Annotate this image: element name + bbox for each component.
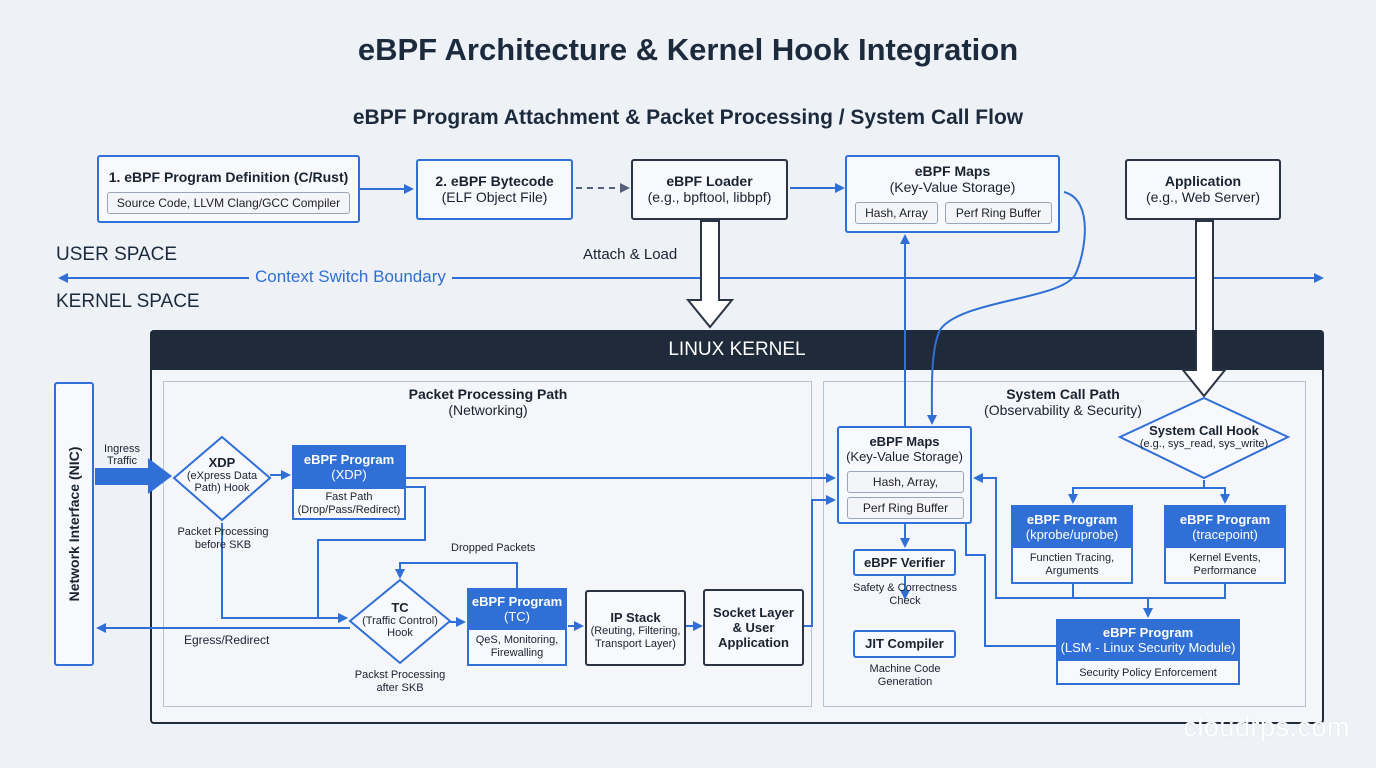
- verifier-title: eBPF Verifier: [864, 555, 945, 570]
- user-maps-chip-ring: Perf Ring Buffer: [945, 202, 1052, 224]
- user-maps-detail: (Key-Value Storage): [889, 179, 1016, 195]
- xdp-hook-caption: Packet Processing before SKB: [177, 526, 269, 551]
- bytecode-title: 2. eBPF Bytecode: [435, 173, 554, 189]
- kernel-header: LINUX KERNEL: [150, 330, 1324, 370]
- jit-title: JIT Compiler: [865, 636, 944, 651]
- syscall-path-title-block: System Call Path (Observability & Securi…: [963, 386, 1163, 418]
- tracepoint-program-detail: Kernel Events, Performance: [1189, 552, 1261, 577]
- ip-stack-detail: (Reuting, Filtering, Transport Layer): [590, 625, 681, 650]
- kernel-maps-title: eBPF Maps: [869, 434, 940, 449]
- tc-hook-title: TC: [391, 600, 409, 615]
- egress-label: Egress/Redirect: [184, 633, 270, 647]
- tc-hook-detail: (Traffic Control) Hook: [362, 615, 438, 639]
- tracepoint-program-box: eBPF Program (tracepoint) Kernel Events,…: [1164, 505, 1286, 584]
- user-maps-chip-hash: Hash, Array: [855, 202, 938, 224]
- nic-box: Network Interface (NIC): [54, 382, 94, 666]
- tracepoint-program-title: eBPF Program: [1179, 512, 1271, 527]
- xdp-hook-text: XDP (eXpress Data Path) Hook: [182, 455, 262, 494]
- diagram-subtitle: eBPF Program Attachment & Packet Process…: [352, 106, 1024, 129]
- lsm-program-tag: (LSM - Linux Security Module): [1060, 640, 1236, 655]
- user-maps-title: eBPF Maps: [914, 163, 991, 179]
- syscall-hook-detail: (e.g., sys_read, sys_write): [1139, 438, 1269, 450]
- program-definition-title: 1. eBPF Program Definition (C/Rust): [108, 169, 349, 185]
- syscall-hook-title: System Call Hook: [1149, 423, 1259, 438]
- loader-box: eBPF Loader (e.g., bpftool, libbpf): [631, 159, 788, 220]
- user-maps-box: eBPF Maps (Key-Value Storage) Hash, Arra…: [845, 155, 1060, 233]
- main-title: eBPF Architecture & Kernel Hook Integrat…: [357, 32, 1019, 67]
- program-definition-box: 1. eBPF Program Definition (C/Rust) Sour…: [97, 155, 360, 223]
- kernel-maps-box: eBPF Maps (Key-Value Storage) Hash, Arra…: [837, 426, 972, 524]
- jit-box: JIT Compiler: [853, 630, 956, 658]
- dropped-packets-label: Dropped Packets: [451, 542, 536, 554]
- packet-path-subtitle: (Networking): [448, 402, 528, 418]
- socket-layer-box: Socket Layer & User Application: [703, 589, 804, 666]
- syscall-path-subtitle: (Observability & Security): [984, 402, 1142, 418]
- tc-hook-caption: Packst Processing after SKB: [354, 669, 446, 694]
- xdp-program-box: eBPF Program (XDP) Fast Path (Drop/Pass/…: [292, 445, 406, 520]
- user-space-label: USER SPACE: [56, 244, 178, 265]
- syscall-diamond: [1117, 396, 1291, 480]
- lsm-program-box: eBPF Program (LSM - Linux Security Modul…: [1056, 619, 1240, 685]
- packet-path-title: Packet Processing Path: [408, 386, 568, 402]
- tc-diamond: [348, 578, 452, 665]
- kernel-maps-chip-hash: Hash, Array,: [847, 471, 964, 493]
- ip-stack-box: IP Stack (Reuting, Filtering, Transport …: [585, 590, 686, 666]
- jit-caption: Machine Code Generation: [869, 663, 941, 688]
- tc-program-tag: (TC): [504, 609, 530, 624]
- lsm-program-title: eBPF Program: [1102, 625, 1194, 640]
- ingress-label: Ingress Traffic: [103, 443, 141, 467]
- kprobe-program-detail: Functien Tracing, Arguments: [1029, 552, 1115, 577]
- tc-hook-text: TC (Traffic Control) Hook: [356, 600, 444, 639]
- tc-program-box: eBPF Program (TC) QeS, Monitoring, Firew…: [467, 588, 567, 666]
- application-title: Application: [1164, 173, 1242, 189]
- tracepoint-program-tag: (tracepoint): [1192, 527, 1258, 542]
- kprobe-program-tag: (kprobe/uprobe): [1025, 527, 1119, 542]
- xdp-hook-title: XDP: [208, 455, 236, 470]
- lsm-program-detail: Security Policy Enforcement: [1079, 667, 1217, 679]
- verifier-box: eBPF Verifier: [853, 549, 956, 576]
- tc-program-detail: QeS, Monitoring, Firewalling: [475, 634, 559, 659]
- socket-layer-title: Socket Layer & User Application: [713, 605, 794, 650]
- context-switch-label: Context Switch Boundary: [249, 267, 452, 287]
- application-box: Application (e.g., Web Server): [1125, 159, 1281, 220]
- application-detail: (e.g., Web Server): [1145, 189, 1261, 205]
- syscall-hook-text: System Call Hook (e.g., sys_read, sys_wr…: [1135, 423, 1273, 450]
- xdp-program-detail: Fast Path (Drop/Pass/Redirect): [297, 491, 401, 516]
- nic-label: Network Interface (NIC): [66, 446, 82, 602]
- packet-path-title-block: Packet Processing Path (Networking): [388, 386, 588, 418]
- kernel-maps-detail: (Key-Value Storage): [846, 449, 963, 464]
- verifier-caption: Safety & Correctness Check: [853, 582, 957, 607]
- xdp-program-title: eBPF Program: [303, 452, 395, 467]
- xdp-diamond: [172, 435, 272, 522]
- bytecode-detail: (ELF Object File): [441, 189, 548, 205]
- loader-title: eBPF Loader: [666, 173, 753, 189]
- xdp-hook-detail: (eXpress Data Path) Hook: [186, 470, 258, 494]
- kernel-space-label: KERNEL SPACE: [56, 291, 200, 312]
- kprobe-program-box: eBPF Program (kprobe/uprobe) Functien Tr…: [1011, 505, 1133, 584]
- bytecode-box: 2. eBPF Bytecode (ELF Object File): [416, 159, 573, 220]
- watermark: cloudrps.com: [1183, 712, 1350, 742]
- kernel-maps-chip-ring: Perf Ring Buffer: [847, 497, 964, 519]
- program-definition-detail: Source Code, LLVM Clang/GCC Compiler: [107, 192, 350, 214]
- loader-detail: (e.g., bpftool, libbpf): [647, 189, 772, 205]
- kprobe-program-title: eBPF Program: [1026, 512, 1118, 527]
- attach-load-label: Attach & Load: [583, 246, 678, 263]
- syscall-path-title: System Call Path: [1006, 386, 1120, 402]
- xdp-program-tag: (XDP): [331, 467, 367, 482]
- tc-program-title: eBPF Program: [471, 594, 563, 609]
- ip-stack-title: IP Stack: [610, 610, 661, 625]
